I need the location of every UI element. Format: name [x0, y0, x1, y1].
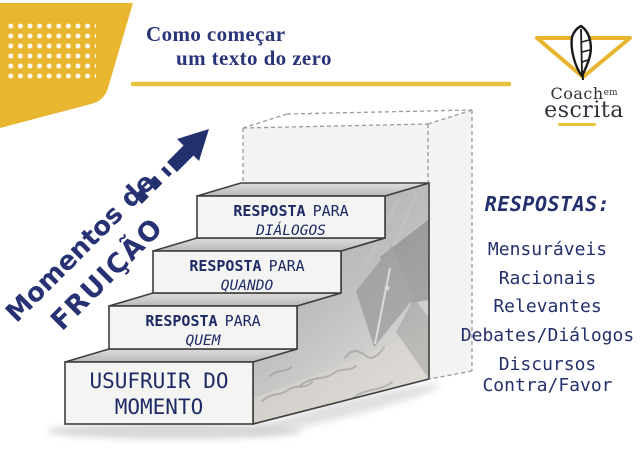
step2-topic: QUEM — [185, 333, 221, 349]
step-label-quem: RESPOSTA PARA QUEM — [109, 311, 297, 351]
side-shadow — [249, 384, 441, 434]
step4-prefix-bold: RESPOSTA — [233, 202, 306, 220]
dots-pattern — [6, 21, 96, 79]
stairs-side-face — [252, 182, 430, 425]
step-label-usufruir: USUFRUIR DO MOMENTO — [65, 368, 253, 420]
response-item: Racionais — [498, 267, 597, 289]
responses-heading: RESPOSTAS: — [484, 192, 611, 216]
page-title-line1: Como começar — [146, 22, 286, 46]
step2-prefix-bold: RESPOSTA — [145, 312, 218, 330]
quill-feather-icon — [570, 24, 592, 81]
step1-line1: USUFRUIR DO — [89, 369, 229, 393]
step3-topic: QUANDO — [220, 278, 274, 294]
step3-front — [152, 250, 342, 294]
ghost-box-fill — [243, 110, 472, 379]
step4-front — [196, 195, 386, 239]
response-item: Debates/Diálogos — [460, 324, 635, 346]
responses-panel: RESPOSTAS: Mensuráveis Racionais Relevan… — [452, 192, 643, 396]
page-title-line2: um texto do zero — [176, 46, 332, 70]
logo-word-coach: Coach — [550, 84, 604, 103]
step1-front — [64, 361, 254, 425]
logo-word-escrita: escrita — [544, 98, 624, 123]
step4-topic: DIÁLOGOS — [256, 223, 326, 239]
step-label-dialogos: RESPOSTA PARA DIÁLOGOS — [197, 201, 385, 241]
logo-mark — [535, 24, 632, 81]
step4-top — [196, 182, 430, 197]
pen-nib-photo — [253, 191, 429, 424]
response-item: Relevantes — [493, 296, 602, 317]
step3-prefix: PARA — [268, 257, 305, 275]
logo-underline — [558, 123, 596, 126]
response-item: Mensuráveis — [487, 239, 608, 260]
step2-prefix: PARA — [224, 312, 261, 330]
logo-word-em: em — [603, 88, 618, 98]
staircase-shadow — [47, 423, 303, 439]
step-front-faces — [64, 195, 386, 425]
response-item: Discursos Contra/Favor — [482, 354, 613, 396]
diagonal-growth-arrow-icon — [134, 129, 209, 204]
step4-prefix: PARA — [312, 202, 349, 220]
step1-line2: MOMENTO — [114, 395, 204, 419]
step-label-quando: RESPOSTA PARA QUANDO — [153, 256, 341, 296]
step3-prefix-bold: RESPOSTA — [189, 257, 262, 275]
step2-front — [108, 305, 298, 350]
ghost-box-dashes — [242, 109, 473, 380]
logo-wordmark: Coachem escrita — [528, 84, 640, 123]
